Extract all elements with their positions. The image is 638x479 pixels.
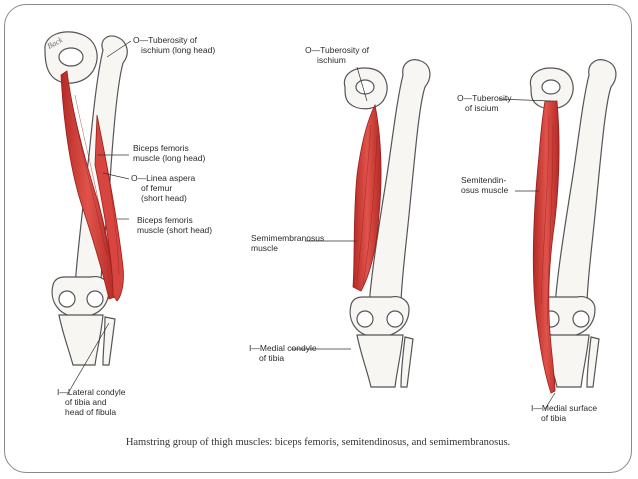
label-line: Semimembranosus [251,233,325,243]
label-line: I—Medial surface [531,403,598,413]
label-line: of femur [141,183,173,193]
semimembranosus-muscle [352,103,382,292]
label-line: Biceps femoris [133,143,189,153]
semitendinosus-muscle [532,100,560,394]
label-line: ischium (long head) [141,45,216,55]
panel-biceps-femoris: Back [44,31,132,396]
label-line: of iscium [465,103,499,113]
label-line: muscle (long head) [133,153,206,163]
label-tuberosity-iscium: O—Tuberosity of iscium [457,93,511,113]
femur-bone [368,59,431,308]
label-medial-surface: I—Medial surface of tibia [531,403,597,423]
tibia-bone [356,334,404,388]
hamstring-illustration: Back [44,31,617,410]
label-line: of tibia and [65,397,107,407]
label-line: O—Tuberosity of [305,45,369,55]
label-line: osus muscle [461,185,509,195]
label-line: head of fibula [65,407,117,417]
label-line: muscle [251,243,278,253]
label-line: Biceps femoris [137,215,193,225]
label-line: Semitendin- [461,175,507,185]
label-line: O—Tuberosity [457,93,512,103]
label-biceps-short-head: Biceps femoris muscle (short head) [137,215,212,235]
label-tuberosity-ischium: O—Tuberosity of ischium [305,45,369,65]
label-semimembranosus: Semimembranosus muscle [251,233,324,253]
fibula-bone [586,336,600,388]
label-tuberosity-long-head: O—Tuberosity of ischium (long head) [133,35,215,55]
label-line: muscle (short head) [137,225,213,235]
fibula-bone [400,336,414,388]
label-line: ischium [317,55,346,65]
panel-semimembranosus [291,59,431,388]
label-lateral-condyle: I—Lateral condyle of tibia and head of f… [57,387,126,417]
biceps-femoris-short-head [94,114,124,302]
label-line: I—Lateral condyle [57,387,126,397]
slide-frame: Back [4,4,632,473]
figure-caption: Hamstring group of thigh muscles: biceps… [125,437,511,448]
label-line: of tibia [541,413,567,423]
tibia-bone [58,314,104,366]
label-line: of tibia [259,353,285,363]
label-line: I—Medial condyle [249,343,317,353]
biceps-femoris-long-head [60,70,116,300]
label-biceps-long-head: Biceps femoris muscle (long head) [133,143,205,163]
label-medial-condyle: I—Medial condyle of tibia [249,343,317,363]
label-semitendinosus: Semitendin- osus muscle [461,175,508,195]
ischium-hole [58,47,84,67]
label-line: O—Tuberosity of [133,35,197,45]
fibula-bone [102,316,116,366]
label-linea-aspera: O—Linea aspera of femur (short head) [131,173,195,203]
femur-bone [554,59,617,308]
panel-semitendinosus [498,59,617,410]
label-line: O—Linea aspera [131,173,196,183]
label-line: (short head) [141,193,187,203]
